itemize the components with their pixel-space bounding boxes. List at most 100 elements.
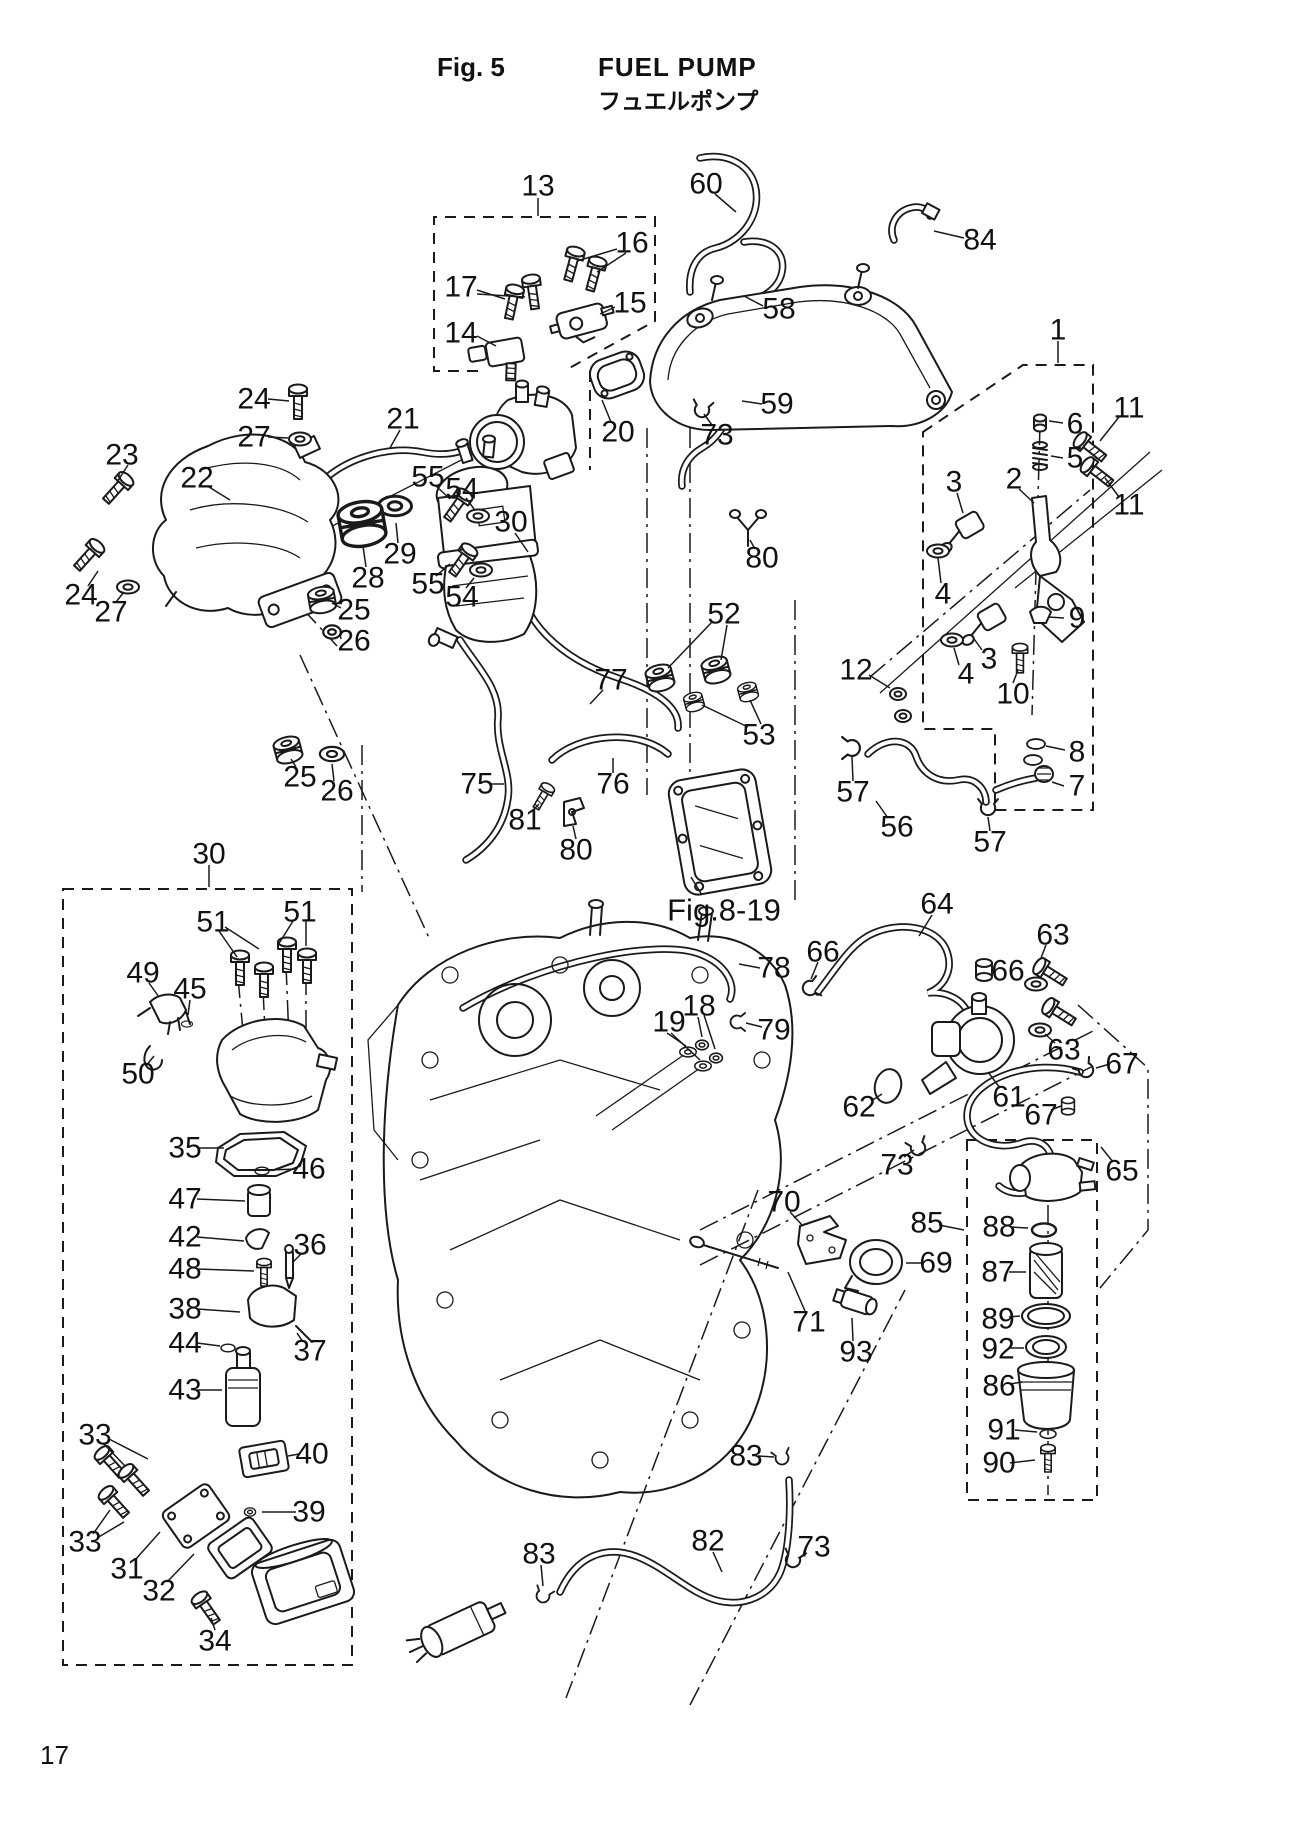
callout-leader <box>851 756 854 782</box>
callout-13: 13 <box>521 170 554 203</box>
section-lines <box>237 424 1149 1706</box>
callout-33: 33 <box>78 1419 111 1452</box>
callout-leader <box>787 1271 806 1312</box>
hose-77 <box>516 574 682 732</box>
callout-leader <box>1008 1315 1021 1318</box>
o-ring-44 <box>220 1343 236 1353</box>
callout-leader <box>102 1442 126 1467</box>
callout-leader <box>267 398 290 402</box>
callout-75: 75 <box>460 768 493 801</box>
callout-leader <box>208 486 231 501</box>
callout-57: 57 <box>973 826 1006 859</box>
callout-leader <box>267 436 289 439</box>
callout-79: 79 <box>757 1014 790 1047</box>
callout-leader <box>703 413 713 426</box>
callout-15: 15 <box>613 287 646 320</box>
callout-24: 24 <box>64 579 97 612</box>
callout-leader <box>331 602 342 609</box>
callout-24: 24 <box>237 383 270 416</box>
callout-25: 25 <box>283 761 316 794</box>
callout-4: 4 <box>935 578 952 611</box>
filter-cup-86 <box>1017 1361 1075 1430</box>
screw-48 <box>255 1257 273 1287</box>
callout-leader <box>476 293 526 298</box>
callout-52: 52 <box>707 598 740 631</box>
callout-63: 63 <box>1047 1034 1080 1067</box>
callout-31: 31 <box>110 1553 143 1586</box>
callout-49: 49 <box>126 957 159 990</box>
callout-leader <box>196 1268 255 1272</box>
callout-28: 28 <box>351 562 384 595</box>
callout-leader <box>937 557 942 584</box>
callout-leader <box>292 1252 303 1263</box>
callout-leader <box>987 816 991 832</box>
callout-46: 46 <box>292 1153 325 1186</box>
callout-leader <box>134 1531 161 1561</box>
callout-25: 25 <box>337 594 370 627</box>
callout-84: 84 <box>963 224 996 257</box>
callout-leader <box>1050 1105 1062 1111</box>
filter-47 <box>247 1184 271 1217</box>
callout-leader <box>797 1552 808 1559</box>
callout-leader <box>714 193 737 213</box>
callout-leader <box>589 689 604 705</box>
callout-92: 92 <box>981 1333 1014 1366</box>
callout-51: 51 <box>196 906 229 939</box>
callout-leader <box>514 532 529 553</box>
callout-leader <box>741 400 763 405</box>
callout-39: 39 <box>292 1496 325 1529</box>
callout-leader <box>875 800 889 819</box>
callout-57: 57 <box>836 776 869 809</box>
screw-34 <box>188 1587 225 1629</box>
crankcase-cover-fig8-19 <box>667 768 773 896</box>
callout-leader <box>362 545 367 568</box>
callout-22: 22 <box>180 462 213 495</box>
callout-73: 73 <box>880 1149 913 1182</box>
callout-leader <box>331 763 335 782</box>
callout-82: 82 <box>691 1525 724 1558</box>
callout-leader <box>1104 477 1120 498</box>
callout-33: 33 <box>68 1526 101 1559</box>
callout-3: 3 <box>946 466 963 499</box>
callout-leader <box>1047 616 1065 619</box>
hose-60 <box>686 152 761 296</box>
figure-number: Fig. 5 <box>437 52 505 82</box>
callout-leader <box>1018 488 1035 504</box>
callout-leader <box>166 1553 195 1583</box>
callout-87: 87 <box>981 1256 1014 1289</box>
callout-leader <box>1040 944 1047 959</box>
callout-leader <box>196 1198 246 1202</box>
callout-54: 54 <box>445 581 478 614</box>
callout-73: 73 <box>700 419 733 452</box>
callout-60: 60 <box>689 168 722 201</box>
callout-61: 61 <box>992 1081 1025 1114</box>
callout-leader <box>277 920 294 946</box>
pin-37 <box>295 1325 313 1343</box>
callout-leader <box>92 1509 111 1535</box>
bracket-and-ring <box>689 1215 903 1316</box>
callout-leader <box>991 969 997 972</box>
callout-leader <box>465 577 475 589</box>
plate-31 <box>161 1483 231 1549</box>
callout-5: 5 <box>1067 442 1084 475</box>
callout-leader <box>296 1332 304 1343</box>
callout-76: 76 <box>596 768 629 801</box>
callout-Fig.8-19: Fig.8-19 <box>667 893 781 928</box>
callout-6: 6 <box>1067 408 1084 441</box>
callout-7: 7 <box>1069 770 1086 803</box>
callout-leader <box>115 591 125 603</box>
callout-leader <box>596 252 627 273</box>
callout-27: 27 <box>94 596 127 629</box>
sensor-15 <box>549 302 615 344</box>
o-ring-62 <box>873 1068 903 1104</box>
callout-29: 29 <box>383 538 416 571</box>
callout-leader <box>1009 1226 1029 1229</box>
callout-leader <box>1012 669 1019 684</box>
gasket-20 <box>588 350 646 400</box>
callout-55: 55 <box>411 461 444 494</box>
callout-leader <box>987 1071 1001 1089</box>
callout-leader <box>339 633 342 640</box>
gasket-35 <box>215 1131 307 1177</box>
callout-leader <box>196 1342 221 1347</box>
pump-assembly-details <box>91 936 356 1629</box>
